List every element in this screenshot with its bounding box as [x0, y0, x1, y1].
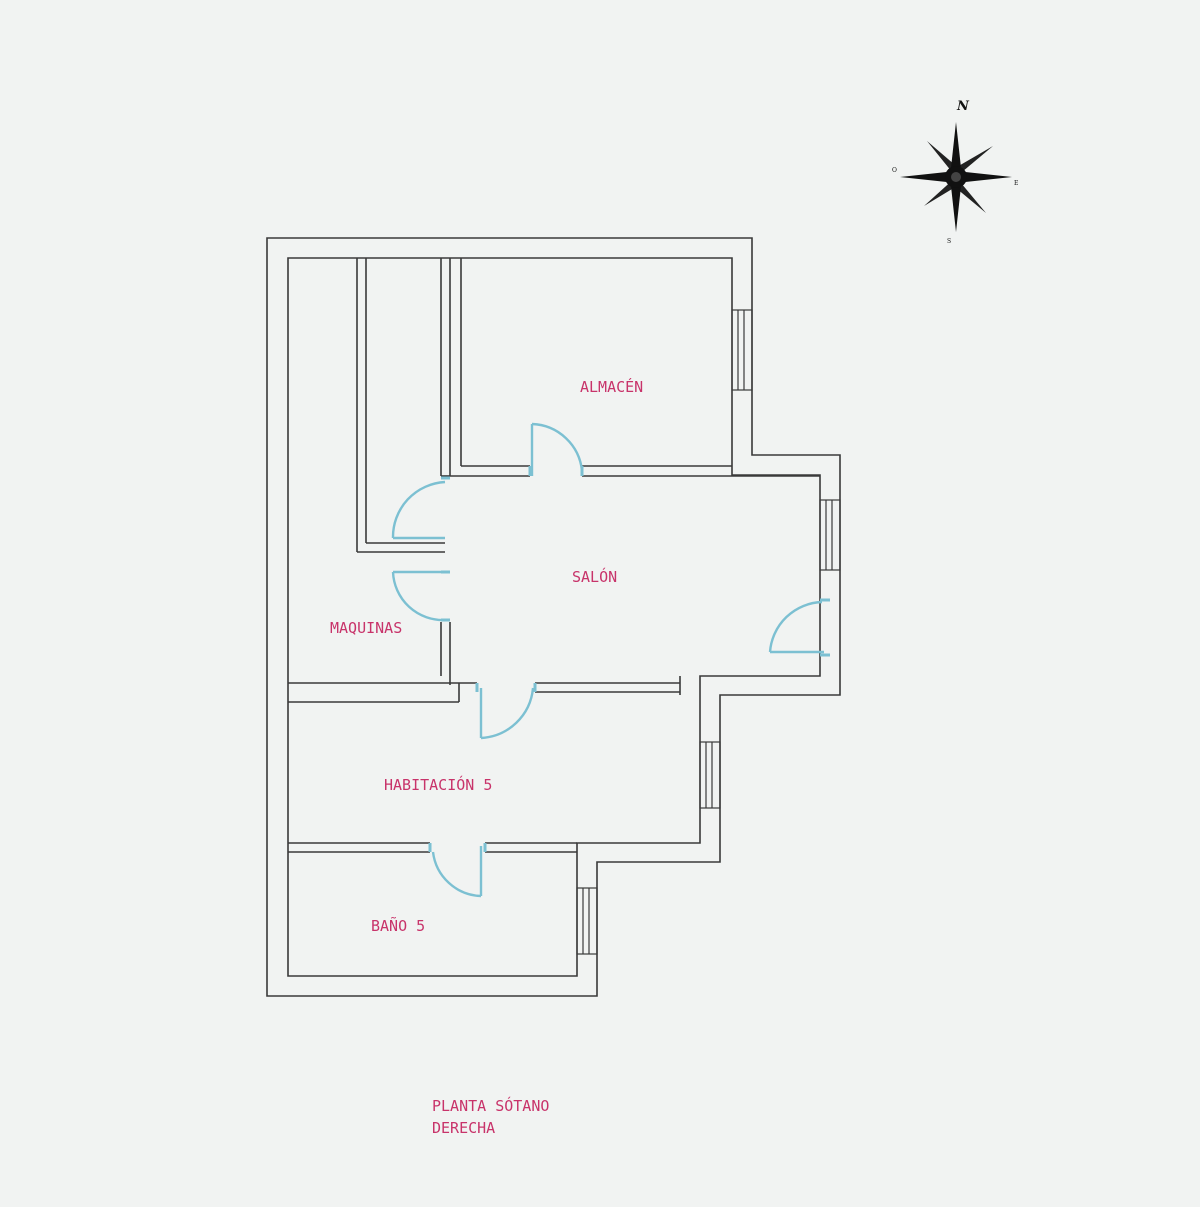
door-habitacion: [475, 683, 537, 740]
room-label-almacen: ALMACÉN: [580, 377, 643, 396]
window-bano: [576, 887, 598, 955]
room-label-salon: SALÓN: [572, 567, 617, 586]
compass-east-label: E: [1014, 180, 1018, 187]
window-almacen: [731, 309, 753, 391]
habitacion-bano-partition: [288, 842, 577, 853]
door-bano: [428, 843, 487, 898]
almacen-partition: [450, 258, 820, 477]
plan-caption-line2: DERECHA: [432, 1119, 495, 1137]
inner-wall: [287, 257, 821, 977]
maquinas-partitions: [356, 258, 451, 685]
door-salon-east: [768, 598, 830, 657]
compass-south-label: S: [947, 238, 951, 245]
window-salon: [819, 499, 841, 571]
salon-habitacion-partition: [288, 676, 681, 703]
plan-caption-line1: PLANTA SÓTANO: [432, 1096, 549, 1115]
compass-rose-icon: [900, 122, 1012, 232]
outer-wall: [266, 237, 841, 997]
door-maquinas-lower: [391, 570, 450, 622]
door-almacen: [528, 422, 584, 476]
door-maquinas-upper: [391, 476, 450, 540]
room-label-bano: BAÑO 5: [371, 916, 425, 935]
room-label-habitacion: HABITACIÓN 5: [384, 775, 492, 794]
compass-west-label: O: [892, 167, 897, 174]
compass-north-label: N: [956, 99, 970, 114]
window-habitacion: [699, 741, 721, 809]
room-label-maquinas: MAQUINAS: [330, 619, 402, 637]
